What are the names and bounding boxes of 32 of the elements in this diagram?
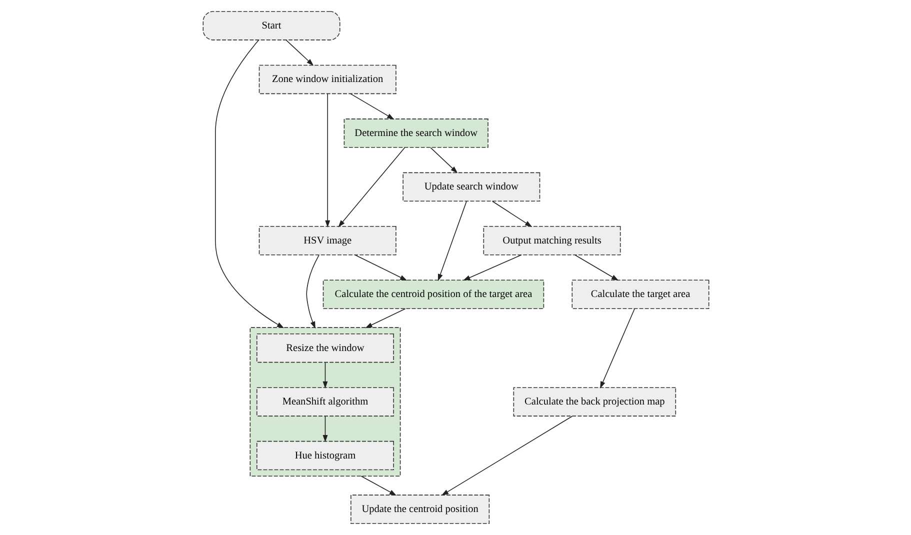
node-box: Output matching results — [482, 226, 620, 256]
arrow — [338, 147, 405, 228]
node-box: Zone window initialization — [258, 64, 396, 94]
node-box: Calculate the target area — [571, 280, 709, 309]
node-box: Update search window — [402, 172, 540, 202]
node-box: Calculate the centroid position of the target area — [322, 280, 544, 309]
arrow — [285, 40, 314, 66]
cluster — [249, 327, 400, 476]
node-box: HSV image — [258, 226, 396, 256]
arrow — [491, 200, 532, 227]
arrow — [360, 476, 396, 496]
arrow — [600, 308, 634, 389]
arrow — [364, 308, 406, 328]
arrow — [574, 254, 618, 281]
node-box: Hue histogram — [256, 440, 394, 470]
arrow — [324, 93, 330, 228]
node-box: Resize the window — [256, 333, 394, 363]
arrow — [322, 416, 328, 442]
node-box: Start — [202, 11, 340, 40]
arrow — [354, 254, 407, 281]
node-box: Update the centroid position — [350, 494, 490, 524]
arrow — [430, 147, 458, 174]
node-box: Determine the search window — [343, 118, 488, 148]
arrow — [306, 254, 319, 329]
arrow — [437, 200, 466, 282]
node-box: Calculate the back projection map — [512, 387, 676, 416]
arrow — [462, 254, 522, 281]
arrow — [350, 93, 394, 120]
arrow — [214, 40, 284, 328]
node-box: MeanShift algorithm — [256, 387, 394, 416]
arrow — [322, 362, 328, 388]
arrow — [440, 416, 572, 496]
